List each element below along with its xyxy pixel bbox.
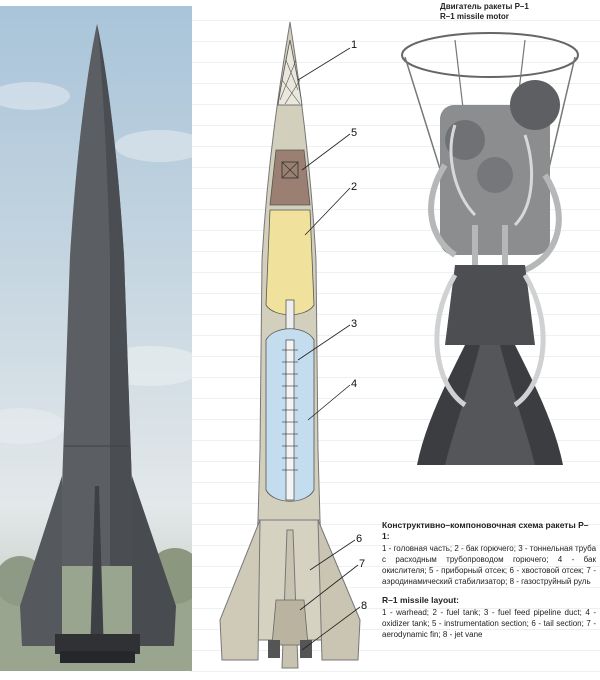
missile-cutaway-diagram: 1 5 2 3 4 6 7 8 [210,0,390,675]
missile-fin-left [20,476,62,646]
callout-2: 2 [351,181,357,193]
engine-mount-ring [401,32,579,78]
jet-vane [268,640,280,658]
callout-5: 5 [351,127,357,139]
engine-title: Двигатель ракеты Р–1 R–1 missile motor [440,2,600,22]
legend: Конструктивно–компоновочная схема ракеты… [382,520,596,640]
missile-fin-center [90,486,104,656]
legend-heading-en: R–1 missile layout: [382,595,460,605]
legend-heading-ru: Конструктивно–компоновочная схема ракеты… [382,520,589,541]
steam-generator-tank [510,80,560,130]
warhead-section [277,39,303,106]
callout-6: 6 [356,533,362,545]
legend-text-en: 1 - warhead; 2 - fuel tank; 3 - fuel fee… [382,608,596,639]
callout-4: 4 [351,378,357,390]
engine-photo [385,25,600,495]
engine-title-en: R–1 missile motor [440,12,509,21]
callout-1: 1 [351,39,357,51]
callout-8: 8 [361,600,367,612]
instrumentation-section [269,149,311,206]
callout-3: 3 [351,318,357,330]
cutaway-drawing [219,21,361,669]
fuel-feed-pipeline-duct [285,339,295,501]
missile-photo [0,6,192,671]
engine-title-ru: Двигатель ракеты Р–1 [440,2,529,11]
missile-fin-right [132,476,176,646]
missile-photo-drawing [0,24,192,671]
aerodynamic-fin-left [219,519,261,661]
cutaway-callouts: 1 5 2 3 4 6 7 8 [351,39,367,612]
aerodynamic-fin-right [317,519,361,661]
combustion-chamber [445,265,535,345]
callout-7: 7 [359,558,365,570]
legend-text-ru: 1 - головная часть; 2 - бак горючего; 3 … [382,544,597,586]
engine-drawing [401,32,579,465]
